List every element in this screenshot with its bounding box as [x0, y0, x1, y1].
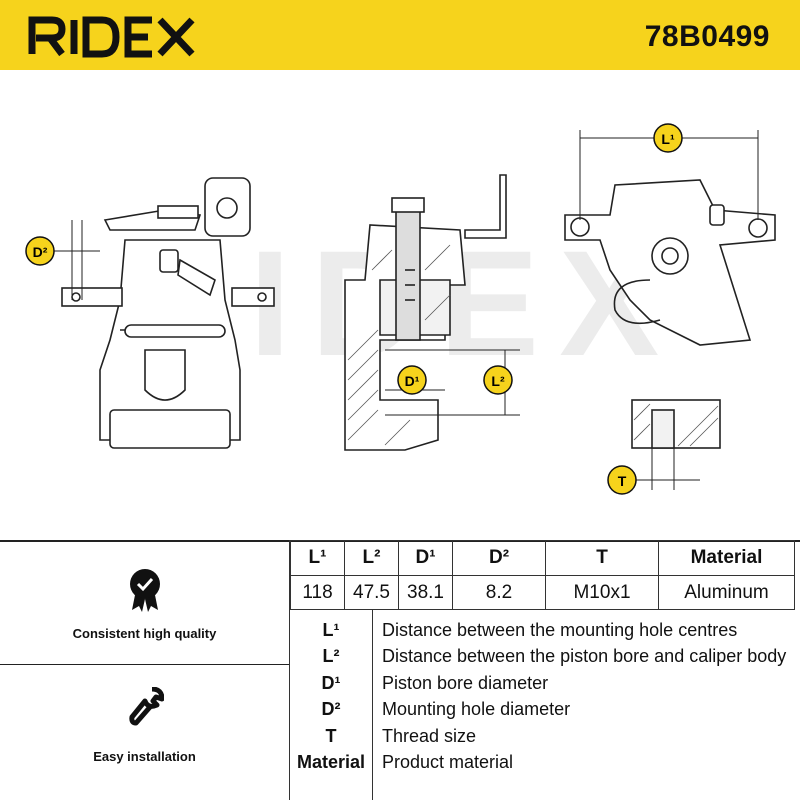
caliper-technical-drawing: RIDEX D² [25, 123, 776, 495]
t-badge [607, 465, 637, 495]
feature-divider [0, 664, 289, 665]
spec-value-l2: 47.5 [344, 575, 399, 610]
thread-detail [631, 399, 721, 449]
definition-key: L² [322, 646, 340, 666]
definition-text: Piston bore diameter [382, 673, 549, 693]
dimension-d2 [52, 220, 100, 300]
definition-row: T Thread size [290, 726, 800, 752]
section-hatching [347, 244, 451, 446]
spec-header-material: Material [658, 540, 795, 576]
feature-installation: Easy installation [0, 665, 289, 800]
spec-table: L¹ L² D¹ D² T Material 118 47.5 38.1 8.2… [290, 540, 795, 610]
spec-value-l1: 118 [290, 575, 345, 610]
caliper-section-view [344, 174, 507, 451]
definition-key: L¹ [322, 620, 340, 640]
d2-badge-label: D² [33, 244, 48, 260]
definition-row: L² Distance between the piston bore and … [290, 646, 800, 672]
spec-value-material: Aluminum [658, 575, 795, 610]
dimension-t [630, 448, 700, 490]
caliper-front-view [61, 177, 275, 449]
quality-badge-icon [130, 569, 160, 612]
definition-row: D¹ Piston bore diameter [290, 673, 800, 699]
definition-row: L¹ Distance between the mounting hole ce… [290, 620, 800, 646]
feature-quality: Consistent high quality [0, 540, 289, 664]
spec-value-d1: 38.1 [398, 575, 453, 610]
feature-installation-label: Easy installation [93, 749, 196, 764]
definition-row: D² Mounting hole diameter [290, 699, 800, 725]
l1-badge-label: L¹ [661, 131, 675, 147]
spec-header-row: L¹ L² D¹ D² T Material [290, 540, 795, 576]
spec-header-d1: D¹ [398, 540, 453, 576]
part-number: 78B0499 [644, 20, 770, 53]
spec-header-d2: D² [452, 540, 546, 576]
wrench-icon [129, 687, 164, 726]
caliper-top-view [564, 179, 776, 346]
spec-value-row: 118 47.5 38.1 8.2 M10x1 Aluminum [290, 575, 795, 610]
definitions-divider [372, 610, 373, 800]
definition-key: T [325, 726, 337, 746]
l2-badge-label: L² [491, 373, 505, 389]
header-bar: 78B0499 [0, 0, 800, 70]
d2-badge [25, 236, 55, 266]
spec-value-d2: 8.2 [452, 575, 546, 610]
spec-header-l2: L² [344, 540, 399, 576]
l2-badge [483, 365, 513, 395]
thread-hatching [633, 403, 719, 447]
definition-key: D² [321, 699, 341, 719]
brand-logo [28, 16, 195, 58]
definition-text: Thread size [382, 726, 477, 746]
definition-row: Material Product material [290, 752, 800, 778]
vertical-divider [289, 540, 290, 800]
definition-key: Material [296, 752, 366, 772]
d1-badge-label: D¹ [405, 373, 420, 389]
spec-value-t: M10x1 [545, 575, 659, 610]
spec-header-t: T [545, 540, 659, 576]
l1-badge [653, 123, 683, 153]
d1-badge [397, 365, 427, 395]
definition-text: Distance between the piston bore and cal… [382, 646, 787, 666]
definition-text: Distance between the mounting hole centr… [382, 620, 738, 640]
t-badge-label: T [618, 473, 627, 489]
definition-text: Mounting hole diameter [382, 699, 571, 719]
definition-key: D¹ [321, 673, 341, 693]
definition-text: Product material [382, 752, 514, 772]
spec-header-l1: L¹ [290, 540, 345, 576]
feature-quality-label: Consistent high quality [72, 626, 217, 641]
